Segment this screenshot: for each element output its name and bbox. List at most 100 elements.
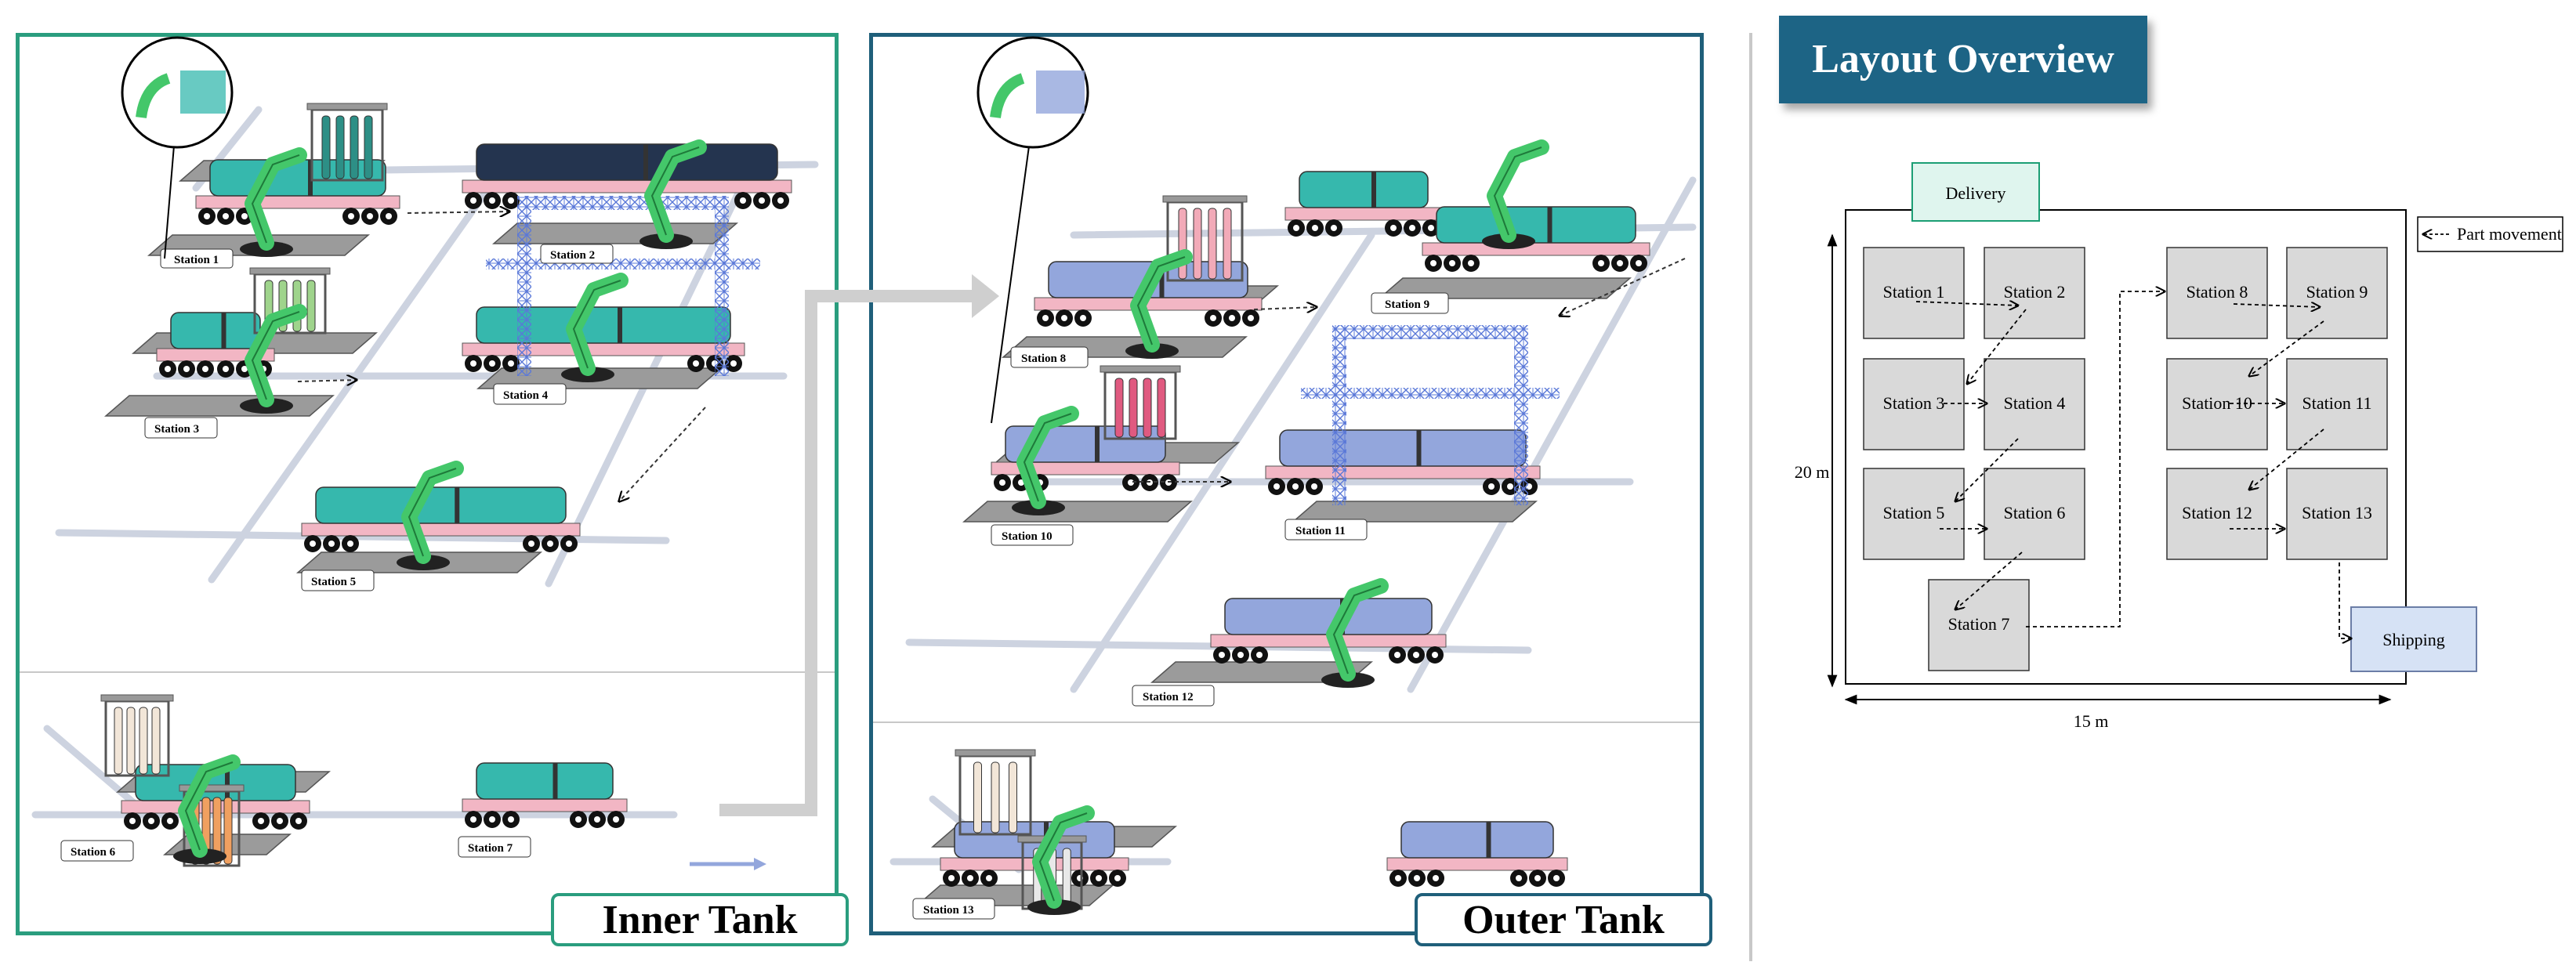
panel-divider — [1749, 33, 1752, 961]
station-7-plate: Station 7 — [458, 836, 531, 858]
svg-text:Station 5: Station 5 — [1883, 503, 1945, 523]
svg-text:Shipping: Shipping — [2382, 630, 2444, 649]
station-1-plate: Station 1 — [160, 248, 234, 269]
svg-text:Station 11: Station 11 — [2302, 393, 2371, 413]
legend-box: Part movement — [2417, 216, 2563, 252]
flow-4-5 — [619, 407, 706, 501]
cart-station-9a — [1284, 171, 1443, 237]
delivery-box: Delivery — [1911, 162, 2040, 222]
robot-station-9 — [1482, 139, 1549, 249]
robot-station-10 — [1012, 406, 1079, 515]
width-dimension: 15 m — [2074, 711, 2109, 731]
overview-station: Station 5 — [1863, 468, 1965, 560]
overview-station: Station 11 — [2286, 358, 2388, 450]
svg-text:Station 12: Station 12 — [2182, 503, 2252, 523]
outer-magnifier — [976, 36, 1089, 424]
station-5-plate: Station 5 — [301, 570, 375, 591]
svg-text:Station 1: Station 1 — [1883, 282, 1945, 302]
flow-9-10 — [1560, 258, 1686, 316]
part-movement-arrows — [1915, 291, 2351, 638]
gantry-inner — [486, 196, 760, 376]
overview-station: Station 10 — [2166, 358, 2268, 450]
inner-station-labels: Station 1 Station 2 Station 3 Station 4 … — [60, 244, 614, 862]
overview-station: Station 6 — [1984, 468, 2085, 560]
svg-text:Station 4: Station 4 — [2004, 393, 2066, 413]
station-9-plate: Station 9 — [1371, 292, 1449, 314]
station-2-plate: Station 2 — [540, 244, 614, 264]
station-13-plate: Station 13 — [912, 898, 995, 920]
overview-station: Station 9 — [2286, 247, 2388, 339]
flow-1-2 — [407, 212, 509, 213]
flow-8-9 — [1253, 307, 1317, 309]
station-10-plate: Station 10 — [991, 524, 1074, 546]
cart-station-11 — [1265, 429, 1541, 495]
cart-station-6 — [121, 764, 310, 830]
station-8-plate: Station 8 — [1010, 346, 1089, 368]
svg-text:Station 6: Station 6 — [71, 846, 116, 859]
outer-station-labels: Station 8 Station 9 Station 10 Station 1… — [912, 292, 1449, 920]
svg-text:Station 6: Station 6 — [2004, 503, 2066, 523]
layout-overview-diagram: Delivery Shipping Part movement Station … — [1795, 162, 2563, 731]
svg-text:Station 4: Station 4 — [503, 389, 549, 402]
platform-station-3 — [103, 395, 335, 417]
cart-station-13b — [1386, 821, 1568, 887]
cart-station-9 — [1422, 206, 1650, 272]
outer-tank-label: Outer Tank — [1415, 893, 1712, 946]
svg-text:Station 3: Station 3 — [154, 423, 199, 436]
cart-station-4 — [462, 306, 745, 372]
svg-text:Station 3: Station 3 — [1883, 393, 1945, 413]
station-12-plate: Station 12 — [1132, 685, 1215, 707]
inner-tank-label: Inner Tank — [551, 893, 849, 946]
flow-3-4 — [297, 380, 357, 382]
svg-text:Station 11: Station 11 — [1295, 525, 1346, 537]
robot-station-12 — [1321, 578, 1389, 688]
cart-station-7 — [462, 762, 628, 828]
robot-station-3 — [240, 304, 307, 414]
svg-text:Station 9: Station 9 — [1385, 298, 1429, 311]
overview-station: Station 12 — [2166, 468, 2268, 560]
svg-text:Station 7: Station 7 — [1948, 614, 2010, 634]
robot-station-2 — [639, 139, 707, 249]
cart-station-5 — [301, 486, 581, 552]
svg-text:Station 1: Station 1 — [174, 254, 219, 266]
transfer-arrow — [719, 274, 999, 816]
shipping-box: Shipping — [2350, 606, 2477, 672]
robot-station-13 — [1027, 805, 1095, 915]
overview-station: Station 2 — [1984, 247, 2085, 339]
platform-station-10 — [962, 501, 1194, 523]
rack-station-1 — [306, 103, 388, 182]
rack-station-10 — [1100, 365, 1181, 440]
platform-station-11 — [1291, 501, 1538, 523]
overview-station: Station 3 — [1863, 358, 1965, 450]
robot-station-5 — [397, 461, 464, 570]
station-4-plate: Station 4 — [493, 383, 567, 405]
svg-text:Part movement: Part movement — [2457, 224, 2562, 244]
station-11-plate: Station 11 — [1284, 519, 1368, 541]
inner-magnifier — [121, 36, 234, 259]
dimension-lines: 20 m 15 m — [1795, 233, 2392, 731]
rack-station-6 — [100, 694, 174, 777]
robot-station-6 — [173, 754, 241, 864]
svg-text:Station 2: Station 2 — [550, 249, 595, 262]
svg-text:Station 7: Station 7 — [468, 842, 513, 855]
station-3-plate: Station 3 — [144, 417, 218, 439]
svg-text:Station 12: Station 12 — [1143, 691, 1194, 703]
robot-station-8 — [1125, 249, 1193, 359]
layout-overview-title: Layout Overview — [1779, 16, 2147, 103]
svg-text:Station 13: Station 13 — [923, 904, 974, 917]
svg-text:Station 10: Station 10 — [2182, 393, 2252, 413]
small-direction-arrow — [690, 858, 766, 870]
overview-station: Station 8 — [2166, 247, 2268, 339]
overview-station: Station 4 — [1984, 358, 2085, 450]
svg-text:Delivery: Delivery — [1946, 183, 2006, 203]
svg-text:Station 2: Station 2 — [2004, 282, 2066, 302]
robot-station-1 — [240, 147, 307, 257]
svg-text:Station 9: Station 9 — [2306, 282, 2368, 302]
svg-text:Station 5: Station 5 — [311, 576, 356, 588]
svg-text:Station 8: Station 8 — [1021, 353, 1066, 365]
overview-station: Station 7 — [1928, 579, 2030, 671]
rack-station-13 — [955, 749, 1036, 836]
height-dimension: 20 m — [1795, 462, 1830, 482]
overview-station: Station 1 — [1863, 247, 1965, 339]
